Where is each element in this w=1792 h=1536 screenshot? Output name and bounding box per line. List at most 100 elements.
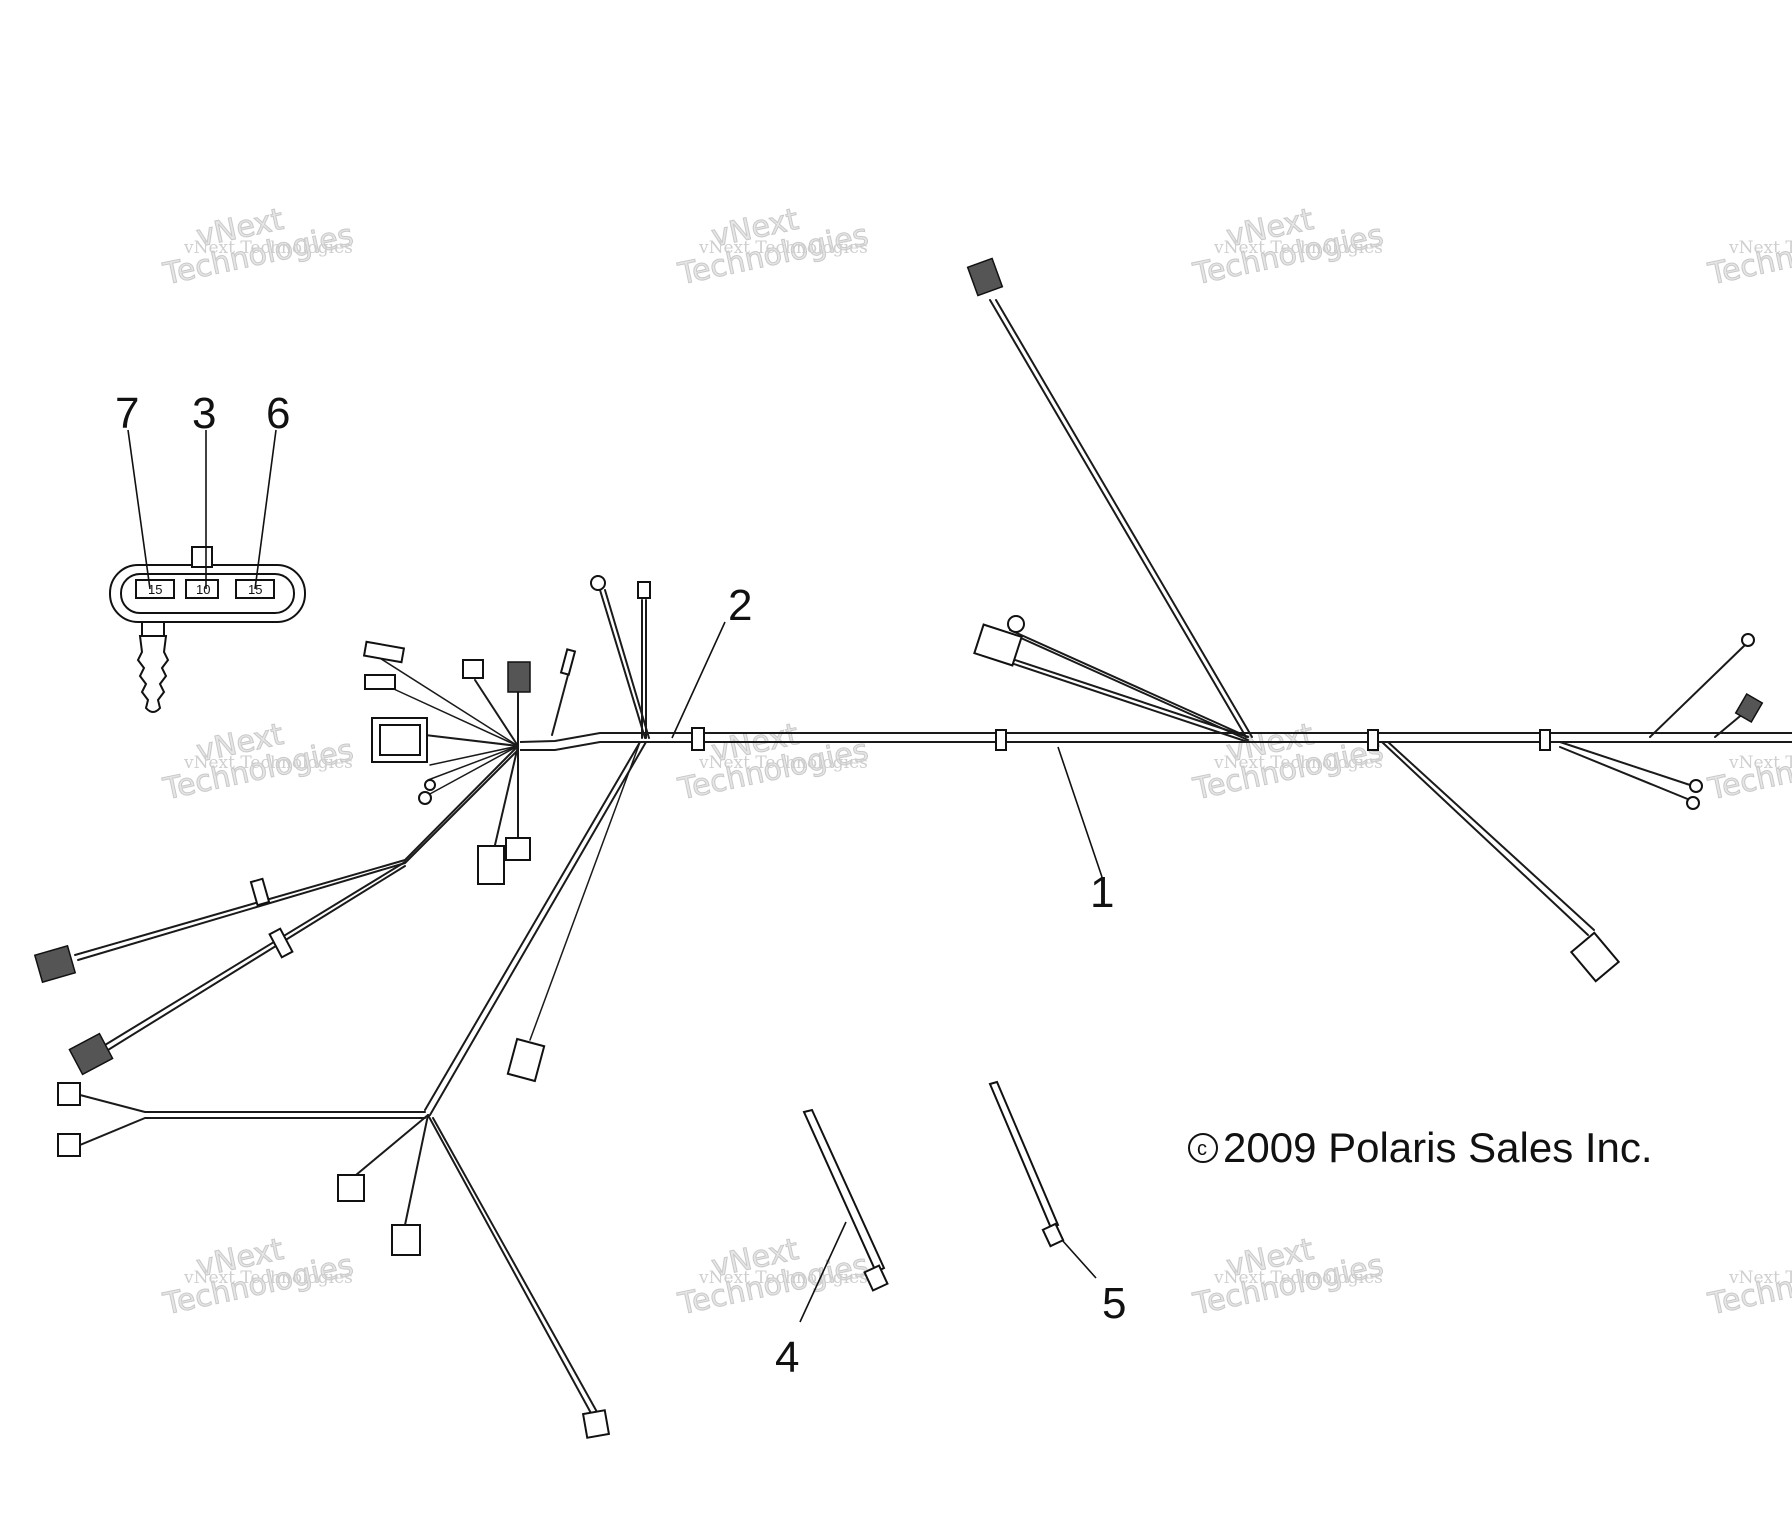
eyelet-terminal (1007, 615, 1025, 633)
harness-trunk-left (519, 732, 648, 751)
trunk-clip (691, 727, 705, 751)
callout-numbers: 1 2 3 4 5 6 7 (115, 389, 1126, 1382)
inline-clip (268, 927, 294, 959)
leader-6 (254, 429, 277, 590)
branch-wire (384, 684, 519, 747)
watermark: Technologies vNext vNext Technologies (159, 202, 357, 293)
small-connector (337, 1174, 365, 1202)
watermark: Technologies vNext Technologies (1704, 732, 1792, 808)
cable-tie-head (863, 1264, 889, 1292)
branch-wire (404, 1114, 429, 1226)
end-connector (581, 1409, 611, 1439)
watermark: Technologies vNext vNext Technologies (674, 1232, 872, 1323)
connector-latch (191, 546, 213, 568)
watermark-text: vNext Technologies (1213, 1268, 1383, 1288)
branch-down-left (424, 741, 647, 1116)
watermark-text: vNext Technologies (1728, 1268, 1792, 1288)
pin-label: 15 (248, 582, 262, 597)
branch-left-split (79, 1094, 426, 1146)
branch-wire (424, 734, 519, 747)
pin-label: 15 (148, 582, 162, 597)
pin-terminal (637, 581, 651, 599)
small-connector (57, 1082, 81, 1106)
branch-wire (427, 745, 519, 796)
vertical-connector (477, 845, 505, 885)
ecu-connector-face (379, 724, 421, 756)
callout-7: 7 (115, 389, 139, 438)
branch-wire (374, 654, 519, 747)
cable-tie-strap (802, 1108, 886, 1274)
watermark: Technologies vNext Technologies (1704, 217, 1792, 293)
branch-wire (429, 745, 519, 766)
callout-1: 1 (1090, 868, 1114, 917)
branch-wire (427, 745, 519, 781)
copyright-circle (1188, 1133, 1218, 1163)
eyelet-terminal (418, 791, 432, 805)
callout-2: 2 (728, 581, 752, 630)
cable-tie-4 (802, 1108, 889, 1292)
callout-3: 3 (192, 389, 216, 438)
wiring-harness (33, 257, 1792, 1439)
branch-right-ring (1649, 644, 1746, 738)
plug-connector (391, 1224, 421, 1256)
connector-stem (141, 621, 165, 637)
copyright-text: 2009 Polaris Sales Inc. (1223, 1124, 1653, 1171)
trunk-clip (1367, 729, 1379, 751)
callout-4: 4 (775, 1333, 799, 1382)
sensor-connector (507, 661, 531, 693)
branch-plug (999, 654, 1249, 743)
branch-long-down (427, 1114, 598, 1416)
leader-5 (1061, 1239, 1097, 1279)
branch-right-eyelets (1559, 741, 1691, 801)
watermark-text: vNext Technologies (698, 753, 868, 773)
watermark-text: vNext Technologies (698, 238, 868, 258)
connector-pin-slot (185, 579, 219, 599)
trunk-clip (1539, 729, 1551, 751)
ring-terminal (1741, 633, 1755, 647)
detail-connector: 15 10 15 (109, 429, 306, 713)
leader-7 (127, 429, 151, 590)
leader-2 (671, 621, 726, 739)
watermark-text: vNext Technologies (698, 1268, 868, 1288)
cable-tie-head (1041, 1222, 1065, 1248)
copyright: c 2009 Polaris Sales Inc. (1188, 1124, 1653, 1171)
push-pin-rivet (136, 635, 170, 713)
eyelet-terminal (1686, 796, 1700, 810)
branch-wire (551, 674, 569, 736)
leader-lines (671, 621, 1103, 1323)
watermark-text: vNext Technologies (183, 1268, 353, 1288)
bullet-connector (364, 674, 396, 690)
lower-right-connector (1569, 931, 1621, 983)
watermark-text: vNext Technologies (1728, 753, 1792, 773)
copyright-symbol: c (1197, 1138, 1207, 1160)
watermark: Technologies vNext vNext Technologies (1189, 1232, 1387, 1323)
plug-connector (973, 623, 1023, 667)
branch-wire (349, 1114, 429, 1181)
watermark: Technologies vNext vNext Technologies (1189, 202, 1387, 293)
watermark-text: vNext Technologies (183, 238, 353, 258)
watermark: Technologies vNext vNext Technologies (674, 202, 872, 293)
branch-to-left-plug-2 (104, 861, 406, 1051)
branch-wire (474, 679, 519, 747)
branch-wire (494, 745, 519, 846)
branch-to-plug (529, 741, 641, 1041)
ring-terminal (590, 575, 606, 591)
branch-eyelet-upper (1009, 629, 1249, 741)
sensor-plug (68, 1032, 114, 1076)
bullet-connector (362, 640, 406, 664)
cable-tie-strap (988, 1080, 1060, 1230)
pin-label: 10 (196, 582, 210, 597)
watermark: Technologies vNext vNext Technologies (159, 717, 357, 808)
watermark: Technologies vNext Technologies (1704, 1247, 1792, 1323)
left-hub-branches (33, 640, 577, 1076)
branch-lower-right (1381, 741, 1595, 936)
plug-connector (506, 1037, 546, 1083)
eyelet-terminal (424, 779, 436, 791)
small-connector (505, 837, 531, 861)
watermark-text: vNext Technologies (1728, 238, 1792, 258)
connector-pin-slot (135, 579, 175, 599)
small-connector (57, 1133, 81, 1157)
small-connector (462, 659, 484, 679)
sensor-plug (33, 944, 77, 984)
